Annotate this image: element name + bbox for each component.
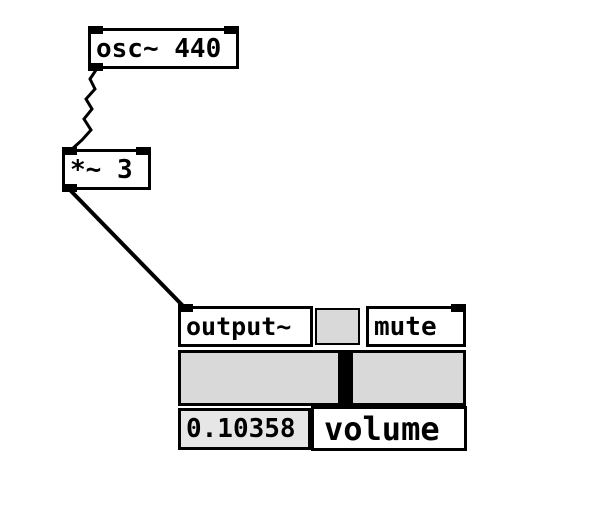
inlet-nub[interactable] bbox=[62, 147, 77, 155]
signal-cord-multiply-to-output[interactable] bbox=[68, 188, 188, 311]
multiply-object-label: *~ 3 bbox=[70, 154, 133, 185]
volume-slider[interactable] bbox=[178, 350, 466, 406]
meter-square[interactable] bbox=[315, 308, 360, 345]
volume-slider-handle[interactable] bbox=[338, 350, 353, 406]
inlet-nub[interactable] bbox=[136, 147, 151, 155]
inlet-nub[interactable] bbox=[178, 304, 193, 312]
volume-label-box: volume bbox=[311, 406, 467, 451]
output-object-label: output~ bbox=[186, 312, 292, 341]
output-object-box[interactable]: output~ bbox=[178, 304, 313, 347]
outlet-nub[interactable] bbox=[88, 63, 103, 71]
osc-object-label: osc~ 440 bbox=[96, 33, 222, 64]
inlet-nub[interactable] bbox=[224, 26, 239, 34]
mute-button-label: mute bbox=[374, 311, 437, 342]
inlet-nub[interactable] bbox=[88, 26, 103, 34]
multiply-object-box[interactable]: *~ 3 bbox=[62, 147, 151, 192]
volume-number-value: 0.10358 bbox=[186, 414, 296, 444]
outlet-nub[interactable] bbox=[62, 184, 77, 192]
mute-button[interactable]: mute bbox=[366, 304, 466, 347]
inlet-nub[interactable] bbox=[451, 304, 466, 312]
osc-object-box[interactable]: osc~ 440 bbox=[88, 26, 239, 71]
volume-label-text: volume bbox=[324, 409, 440, 448]
volume-number-box[interactable]: 0.10358 bbox=[178, 408, 311, 450]
signal-cord-osc-to-multiply[interactable] bbox=[69, 69, 98, 152]
